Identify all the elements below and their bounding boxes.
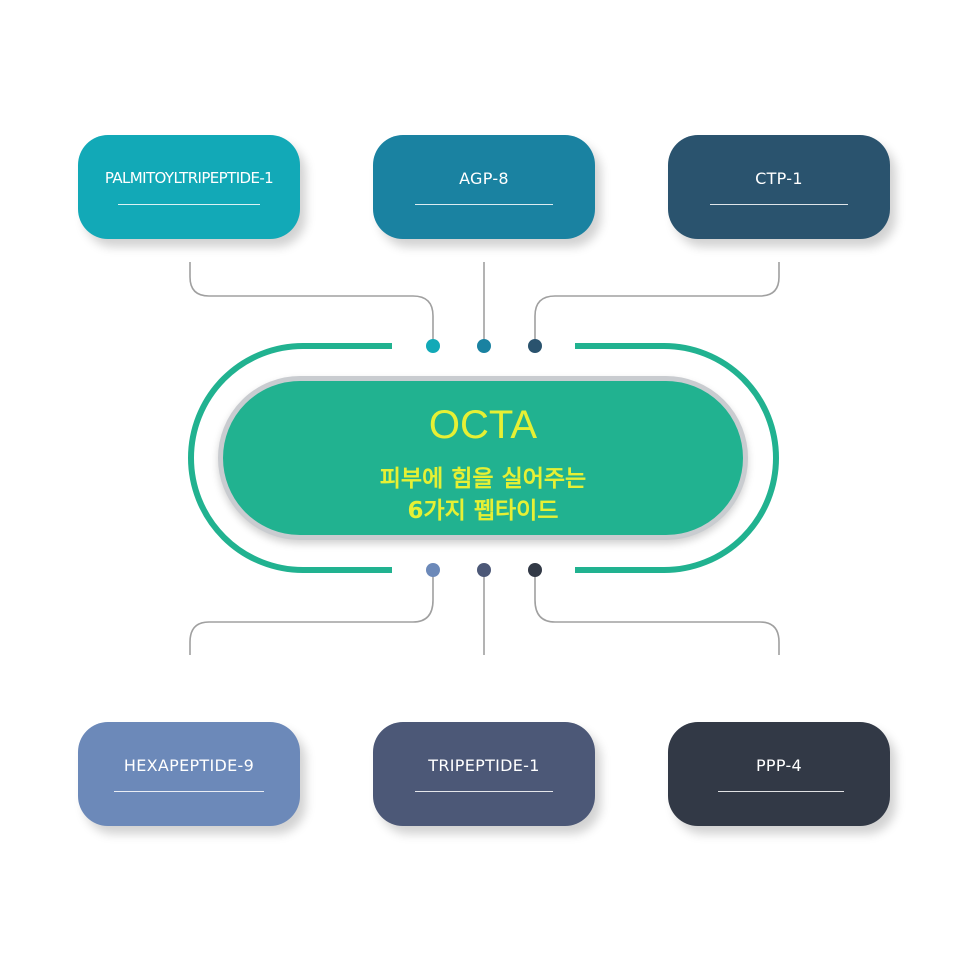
label-underline [415,204,553,205]
peptide-box-agp-8: AGP-8 [373,135,595,239]
peptide-box-tripeptide-1: TRIPEPTIDE-1 [373,722,595,826]
hub-ring-left [188,343,392,573]
peptide-box-ctp-1: CTP-1 [668,135,890,239]
connector-top-right [534,262,780,346]
octa-hub: OCTA 피부에 힘을 실어주는 6가지 펩타이드 [218,376,748,540]
hub-subtitle-line-1: 피부에 힘을 실어주는 [379,466,587,492]
dot-bottom-1 [426,563,440,577]
peptide-label: PPP-4 [755,756,803,775]
connector-bottom-left [189,570,434,655]
dot-bottom-2 [477,563,491,577]
dot-top-2 [477,339,491,353]
label-underline [710,204,848,205]
label-underline [118,204,260,205]
connector-bottom-right [534,570,780,655]
label-underline [415,791,553,792]
peptide-label: CTP-1 [755,169,803,188]
peptide-label: HEXAPEPTIDE-9 [123,756,255,775]
peptide-box-palmitoyltripeptide-1: PALMITOYLTRIPEPTIDE-1 [78,135,300,239]
peptide-box-ppp-4: PPP-4 [668,722,890,826]
peptide-box-hexapeptide-9: HEXAPEPTIDE-9 [78,722,300,826]
dot-bottom-3 [528,563,542,577]
hub-ring-right [575,343,779,573]
connector-top-left [189,262,434,346]
label-underline [718,791,844,792]
dot-top-1 [426,339,440,353]
hub-subtitle-line-2: 6가지 펩타이드 [407,498,559,524]
peptide-label: AGP-8 [459,169,509,188]
peptide-label: PALMITOYLTRIPEPTIDE-1 [104,169,274,187]
peptide-label: TRIPEPTIDE-1 [428,756,540,775]
hub-title: OCTA [428,403,538,447]
dot-top-3 [528,339,542,353]
label-underline [114,791,264,792]
